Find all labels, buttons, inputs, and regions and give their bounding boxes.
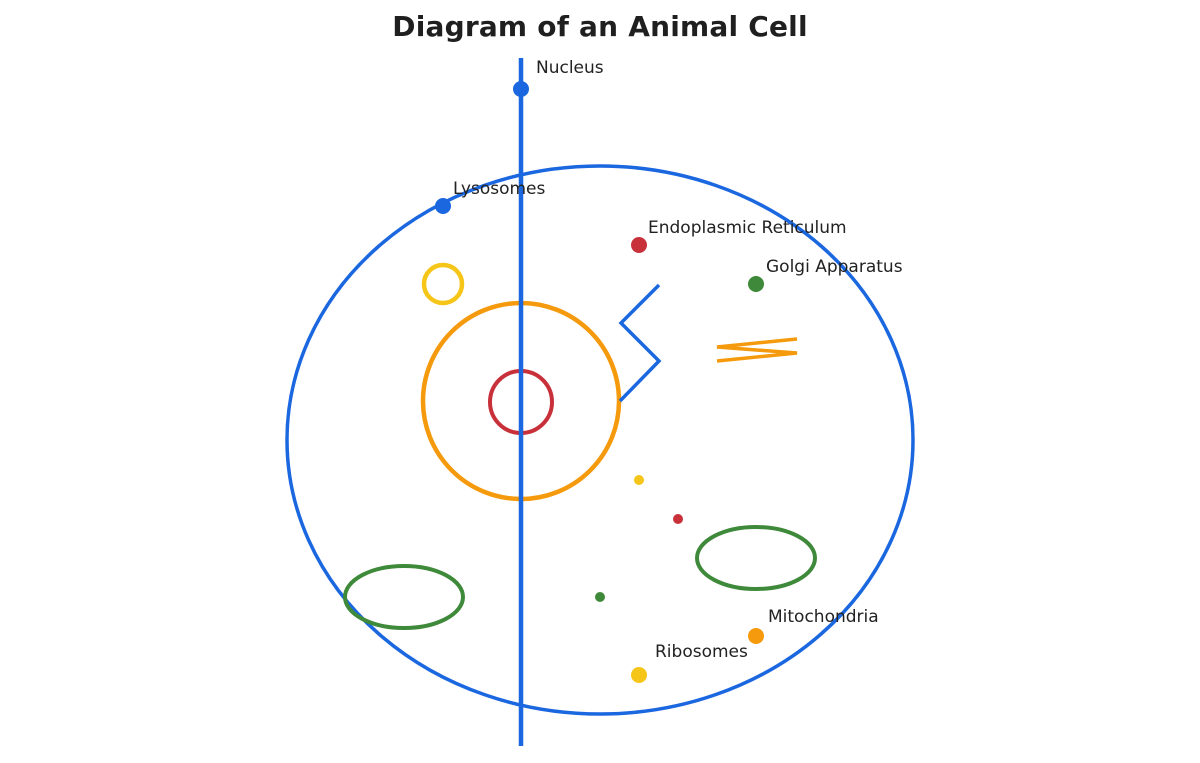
nucleus-label: Nucleus (536, 58, 604, 78)
mitochondria-label: Mitochondria (768, 607, 879, 627)
endoplasmic-reticulum-shape (618, 283, 662, 403)
page-title: Diagram of an Animal Cell (392, 10, 808, 43)
golgi-apparatus-marker (748, 276, 764, 292)
lysosomes-marker (435, 198, 451, 214)
ribosome-dot-yellow (634, 475, 644, 485)
ribosome-dot-green (595, 592, 605, 602)
golgi-apparatus-label: Golgi Apparatus (766, 257, 903, 277)
ribosomes-label: Ribosomes (655, 642, 748, 662)
nucleus-marker (513, 81, 529, 97)
ribosome-dot-red (673, 514, 683, 524)
endoplasmic-reticulum-marker (631, 237, 647, 253)
golgi-apparatus-shape (716, 337, 798, 363)
cell-membrane (285, 164, 915, 716)
mitochondria-marker (748, 628, 764, 644)
ribosomes-marker (631, 667, 647, 683)
lysosomes-label: Lysosomes (453, 179, 546, 199)
mitochondrion-left (343, 564, 465, 630)
lysosome-ring (421, 262, 465, 306)
mitochondrion-right (695, 525, 817, 591)
endoplasmic-reticulum-label: Endoplasmic Reticulum (648, 218, 847, 238)
